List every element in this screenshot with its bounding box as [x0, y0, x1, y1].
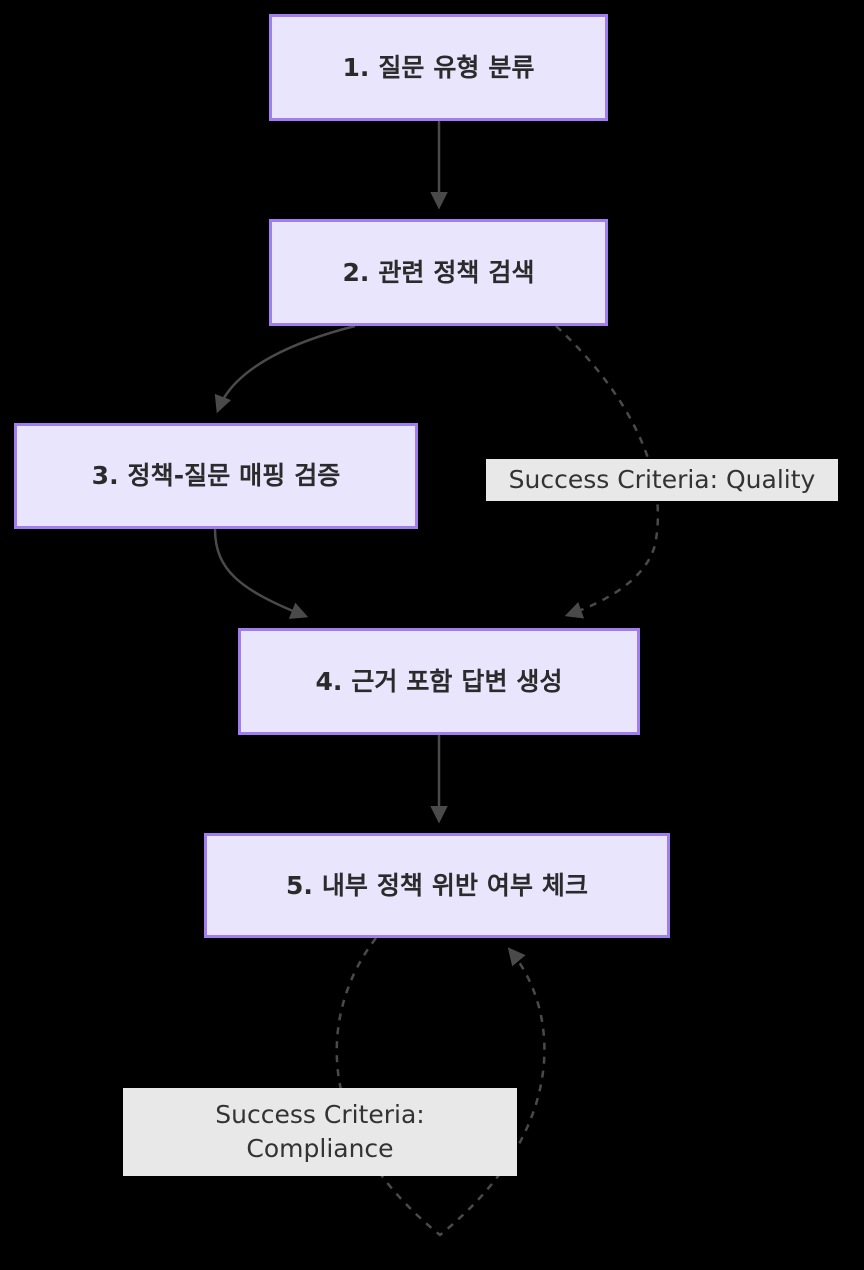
flow-node-3[interactable]: 3. 정책-질문 매핑 검증: [14, 423, 418, 529]
flow-node-5[interactable]: 5. 내부 정책 위반 여부 체크: [204, 833, 670, 938]
edge-n3-n4: [213, 528, 309, 619]
flow-node-4-label: 4. 근거 포함 답변 생성: [315, 666, 563, 696]
flow-node-1[interactable]: 1. 질문 유형 분류: [269, 14, 608, 121]
edge-n2-n3: [214, 324, 356, 414]
flow-node-3-label: 3. 정책-질문 매핑 검증: [91, 461, 341, 491]
flow-node-5-label: 5. 내부 정책 위반 여부 체크: [285, 870, 589, 900]
edge-label-quality: Success Criteria: Quality: [486, 459, 838, 501]
flow-node-4[interactable]: 4. 근거 포함 답변 생성: [238, 628, 640, 735]
edge-label-compliance: Success Criteria: Compliance: [123, 1088, 517, 1176]
flow-node-2[interactable]: 2. 관련 정책 검색: [269, 219, 608, 326]
flow-node-2-label: 2. 관련 정책 검색: [342, 257, 535, 287]
flow-node-1-label: 1. 질문 유형 분류: [342, 52, 535, 82]
edge-n5-n5-compliance: [335, 937, 546, 1237]
